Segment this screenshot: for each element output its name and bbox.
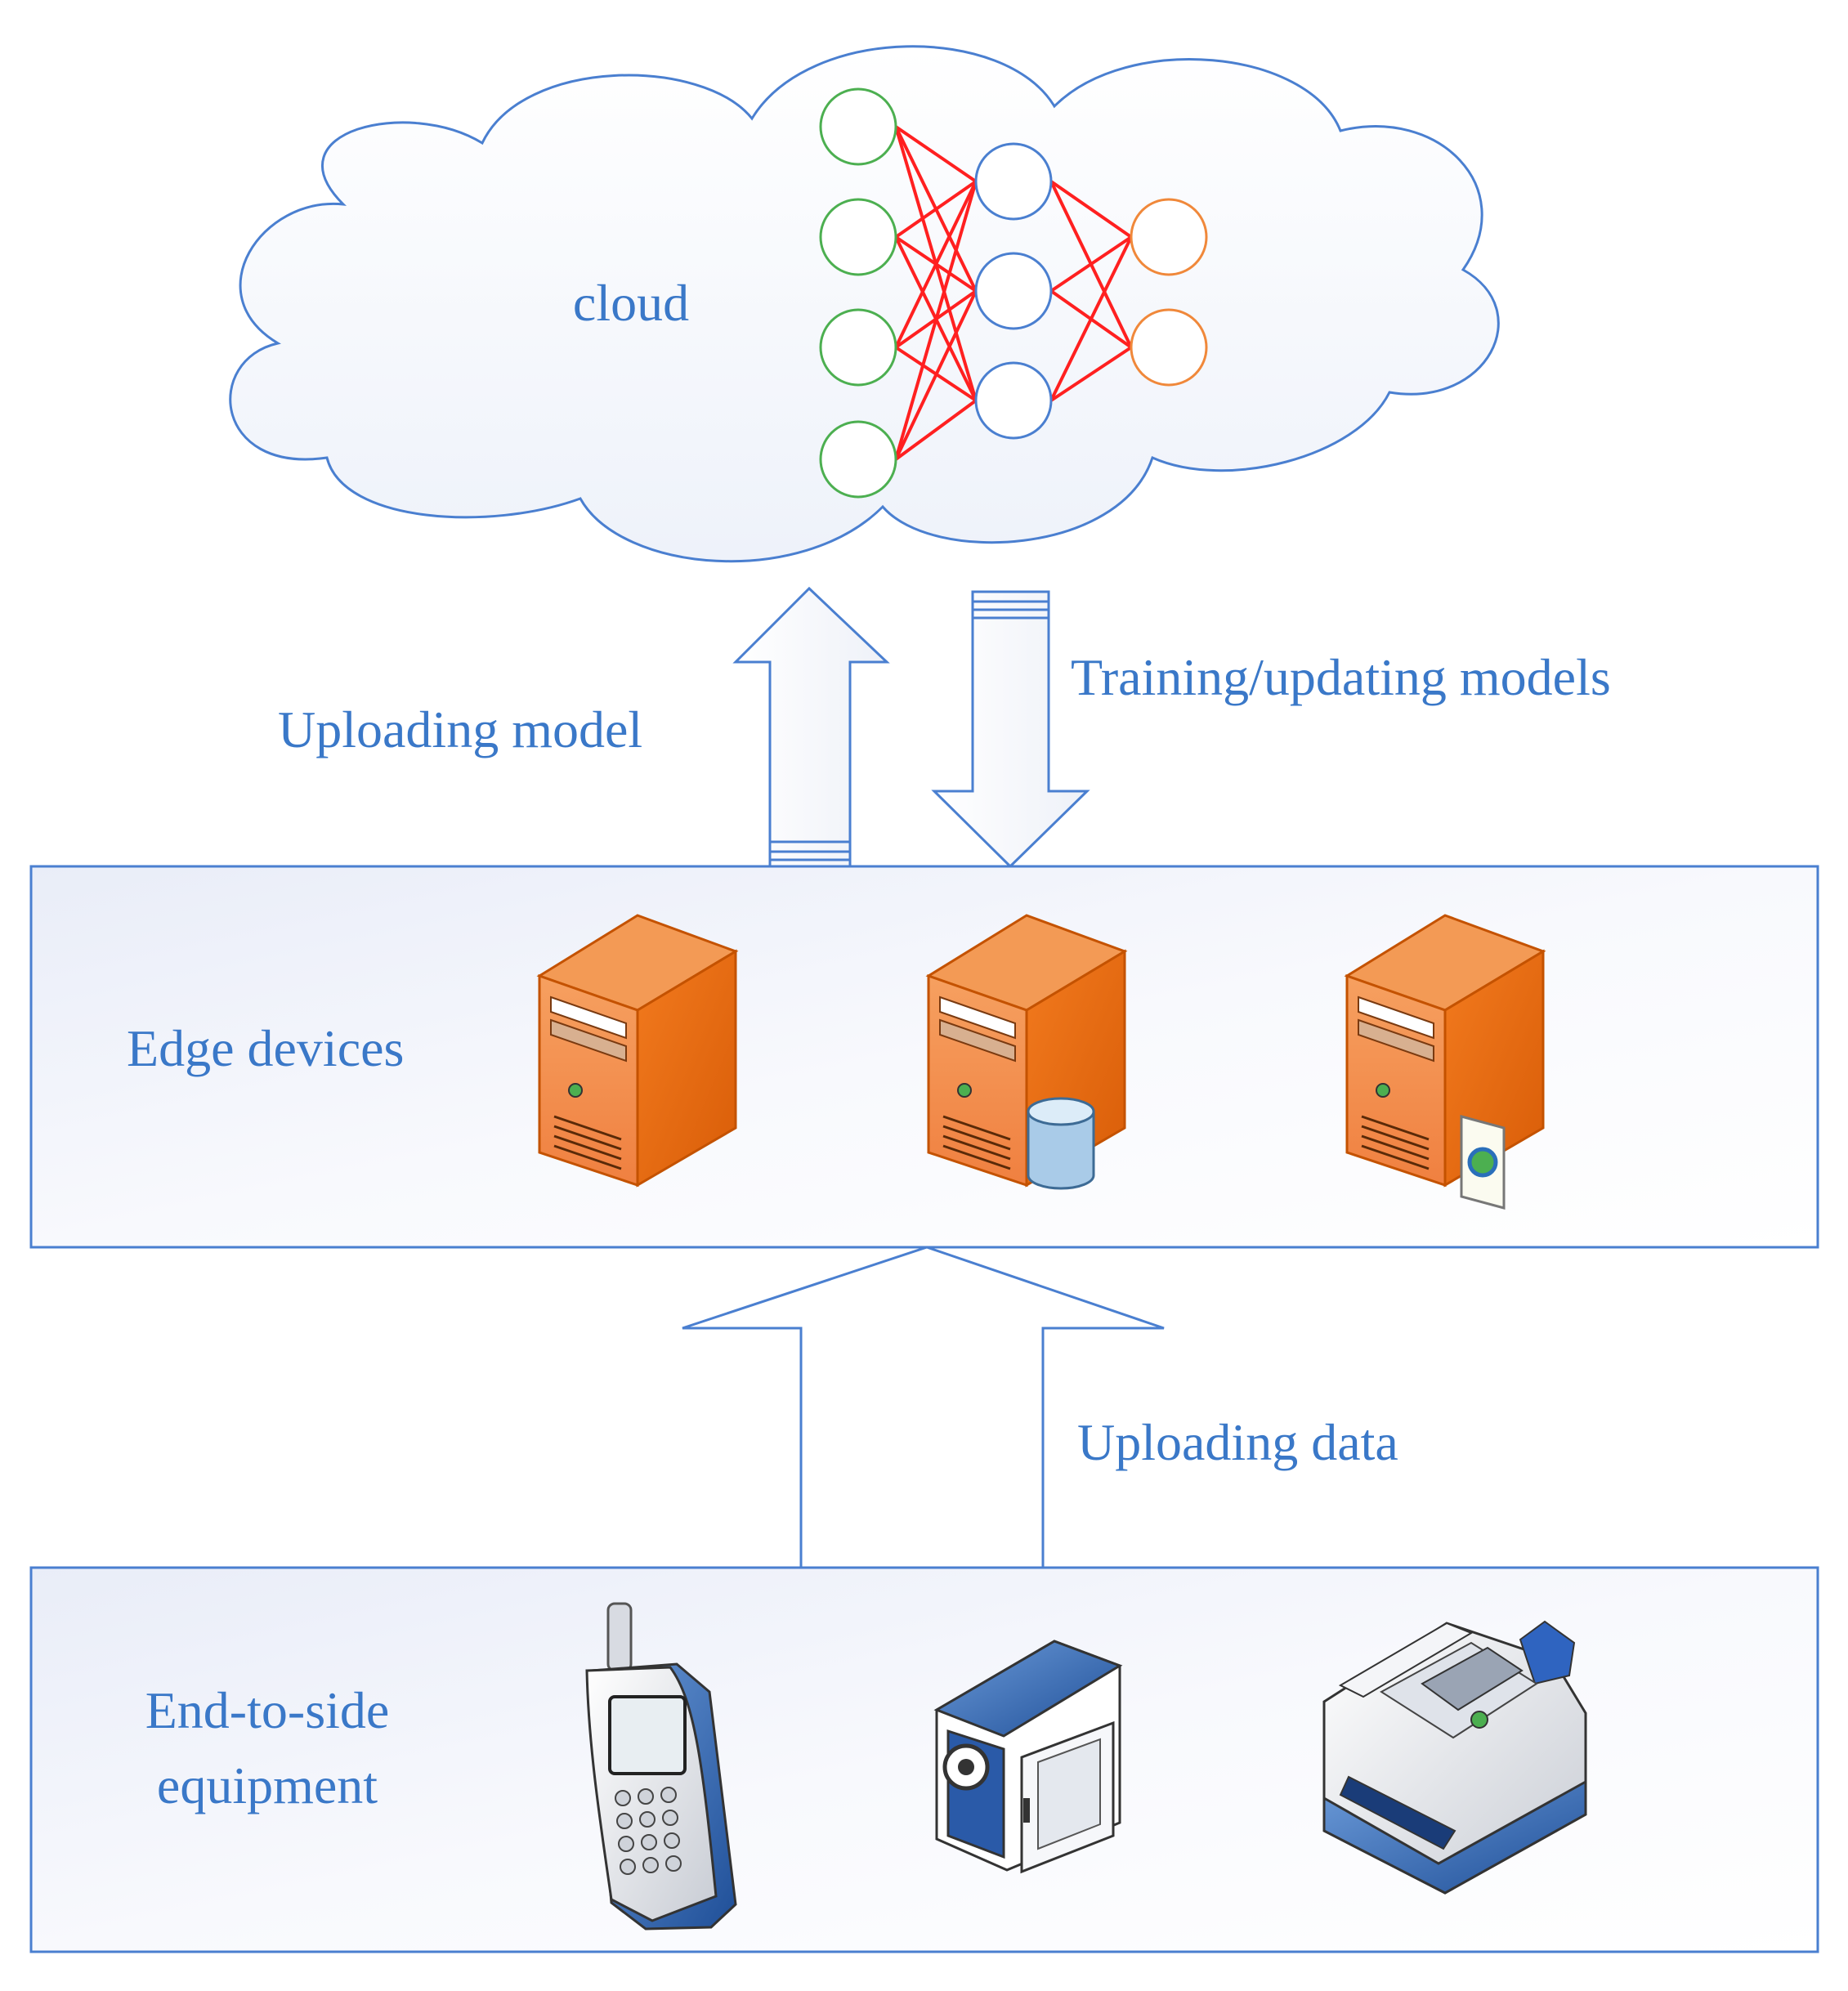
input-node xyxy=(819,420,897,499)
end-to-side-label-line1: End-to-side xyxy=(145,1681,390,1739)
network-connection xyxy=(894,180,978,239)
application-server-icon xyxy=(1344,914,1546,1210)
hidden-node xyxy=(974,252,1053,330)
hidden-node xyxy=(974,361,1053,440)
edge-devices-label: Edge devices xyxy=(127,1019,404,1077)
uploading-data-arrow xyxy=(682,1246,1165,1569)
cloud-label: cloud xyxy=(573,274,689,332)
video-camera-icon xyxy=(933,1640,1123,1874)
network-connection xyxy=(894,181,978,460)
fax-machine-icon xyxy=(1322,1620,1587,1895)
network-connection xyxy=(1049,235,1133,293)
cloud-shape xyxy=(229,45,1500,563)
uploading-data-label: Uploading data xyxy=(1077,1413,1398,1471)
input-node xyxy=(819,308,897,387)
database-server-icon xyxy=(925,914,1128,1190)
training-updating-label: Training/updating models xyxy=(1071,648,1611,706)
network-connection xyxy=(894,399,978,461)
input-node xyxy=(819,87,897,166)
server-icon xyxy=(536,914,739,1188)
network-connection xyxy=(894,181,978,348)
network-connection xyxy=(894,290,978,460)
network-connection xyxy=(1049,236,1133,401)
uploading-model-label: Uploading model xyxy=(278,700,642,758)
uploading-model-arrow xyxy=(732,586,890,868)
network-connection xyxy=(1049,346,1133,402)
output-node xyxy=(1130,308,1208,387)
mobile-phone-icon xyxy=(585,1602,737,1931)
network-connection xyxy=(1049,180,1133,239)
neural-network xyxy=(819,87,1208,499)
hidden-node xyxy=(974,142,1053,221)
training-updating-arrow xyxy=(931,590,1090,869)
input-node xyxy=(819,198,897,276)
end-to-side-label-line2: equipment xyxy=(157,1756,378,1814)
output-node xyxy=(1130,198,1208,276)
network-connection xyxy=(894,125,978,183)
